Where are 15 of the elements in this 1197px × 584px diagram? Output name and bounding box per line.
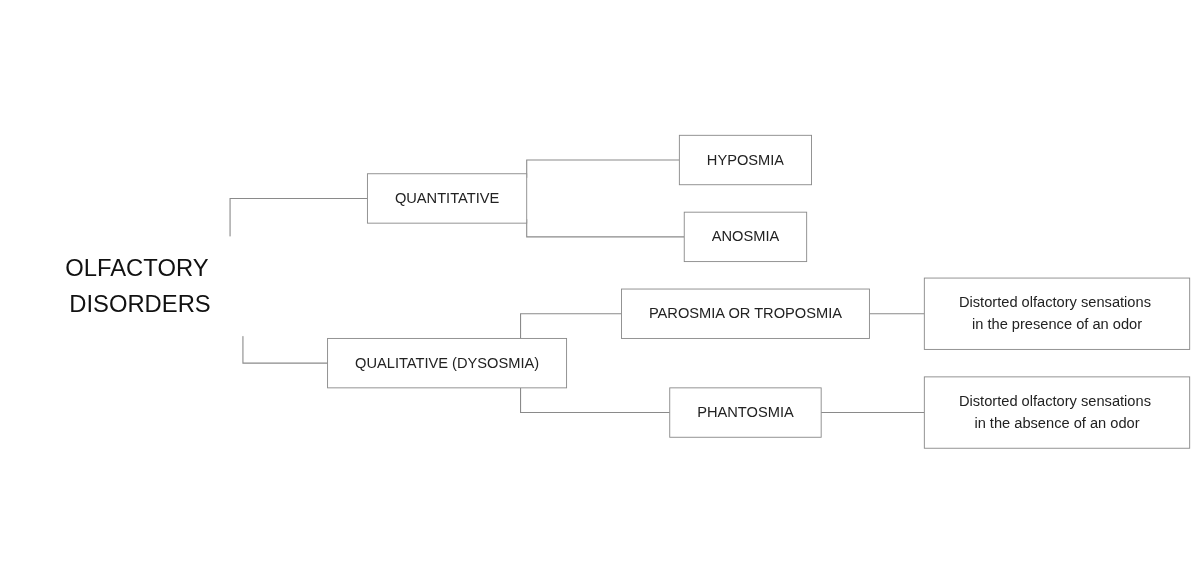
node-box: QUANTITATIVE (366, 173, 528, 224)
node-box: ANOSMIA (683, 211, 808, 263)
connector (229, 198, 368, 238)
node-box: Distorted olfactory sensations in the presence of an odor (923, 277, 1191, 351)
connector (820, 412, 925, 414)
connector (242, 335, 329, 364)
node-text: OLFACTORY DISORDERS (65, 254, 211, 318)
connector (520, 313, 622, 340)
node-box: PHANTOSMIA (669, 387, 822, 438)
node-box: HYPOSMIA (678, 135, 812, 186)
node-box: PAROSMIA OR TROPOSMIA (621, 288, 870, 340)
connector (520, 387, 671, 414)
node-box: QUALITATIVE (DYSOSMIA) (327, 338, 568, 389)
connector (868, 313, 925, 315)
node-box: Distorted olfactory sensations in the absence of an odor (923, 376, 1191, 449)
